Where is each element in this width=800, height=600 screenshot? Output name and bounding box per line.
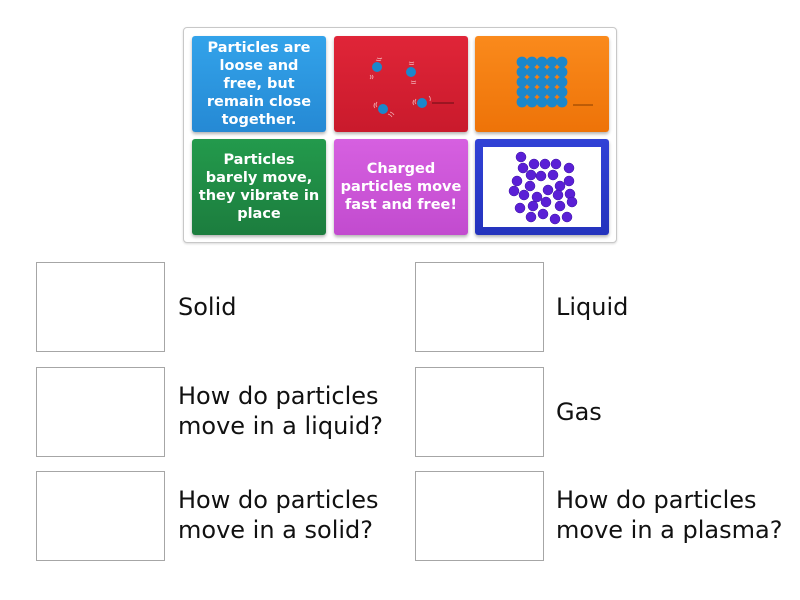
- liquid-cluster-icon: [483, 147, 601, 227]
- drop-zone-liquid-motion[interactable]: [36, 367, 165, 457]
- target-label-text: How do particles move in a plasma?: [556, 486, 783, 544]
- tile-liquid-motion-text[interactable]: Particles are loose and free, but remain…: [192, 36, 326, 132]
- target-label: How do particles move in a plasma?: [556, 470, 786, 560]
- tile-plasma-motion-text[interactable]: Charged particles move fast and free!: [334, 139, 468, 235]
- target-label: Liquid: [556, 262, 786, 352]
- drop-zone-solid-motion[interactable]: [36, 471, 165, 561]
- tile-gas-particles-image[interactable]: [334, 36, 468, 132]
- solid-grid-icon: [516, 56, 593, 108]
- tile-text: Charged particles move fast and free!: [340, 161, 462, 213]
- drop-zone-liquid[interactable]: [415, 262, 544, 352]
- tile-text: Particles barely move, they vibrate in p…: [198, 152, 320, 222]
- drop-zone-solid[interactable]: [36, 262, 165, 352]
- tile-solid-motion-text[interactable]: Particles barely move, they vibrate in p…: [192, 139, 326, 235]
- drop-zone-plasma-motion[interactable]: [415, 471, 544, 561]
- drop-zone-gas[interactable]: [415, 367, 544, 457]
- target-label-text: Liquid: [556, 293, 629, 321]
- target-label: How do particles move in a solid?: [178, 470, 393, 560]
- target-label-text: Solid: [178, 293, 237, 321]
- target-label-text: How do particles move in a solid?: [178, 486, 379, 544]
- target-label-text: Gas: [556, 398, 602, 426]
- target-label-text: How do particles move in a liquid?: [178, 382, 383, 440]
- target-label: Solid: [178, 262, 408, 352]
- tile-liquid-cluster-image[interactable]: [475, 139, 609, 235]
- tile-solid-grid-image[interactable]: [475, 36, 609, 132]
- target-label: How do particles move in a liquid?: [178, 366, 393, 456]
- tile-text: Particles are loose and free, but remain…: [206, 40, 312, 128]
- target-label: Gas: [556, 367, 786, 457]
- gas-particles-icon: [369, 57, 454, 118]
- answer-tile-tray: Particles are loose and free, but remain…: [183, 27, 617, 243]
